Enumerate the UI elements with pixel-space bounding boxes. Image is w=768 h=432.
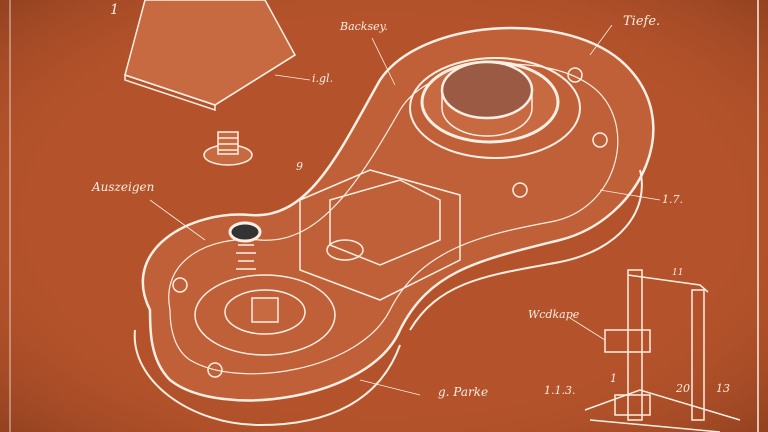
label-top-left: Backsey. — [340, 20, 388, 33]
label-keycap-ref: i.gl. — [312, 72, 334, 85]
label-stand: Wcdkape — [528, 308, 580, 321]
label-right-side: 1.7. — [662, 193, 683, 206]
button-drawing — [409, 57, 581, 159]
keycap-drawing — [124, 0, 296, 112]
label-stand-base: 1 — [610, 372, 617, 385]
stand-drawing — [584, 269, 741, 432]
label-bottom-ref: 1.1.3. — [544, 384, 576, 397]
label-stand-top: 11 — [672, 268, 684, 278]
spring-plug-drawing — [203, 131, 253, 166]
label-9: 9 — [296, 160, 303, 173]
label-stand-20: 20 — [676, 382, 690, 395]
spring-button-drawing — [194, 221, 336, 356]
label-left: Auszeigen — [92, 180, 155, 194]
label-keycap-number: 1 — [110, 2, 119, 18]
label-stand-13: 13 — [716, 382, 730, 395]
label-top-right: Tiefe. — [623, 14, 661, 29]
mechanism-drawing — [172, 67, 608, 378]
leader-lines — [149, 24, 661, 396]
label-bottom-mid: g. Parke — [438, 385, 489, 399]
